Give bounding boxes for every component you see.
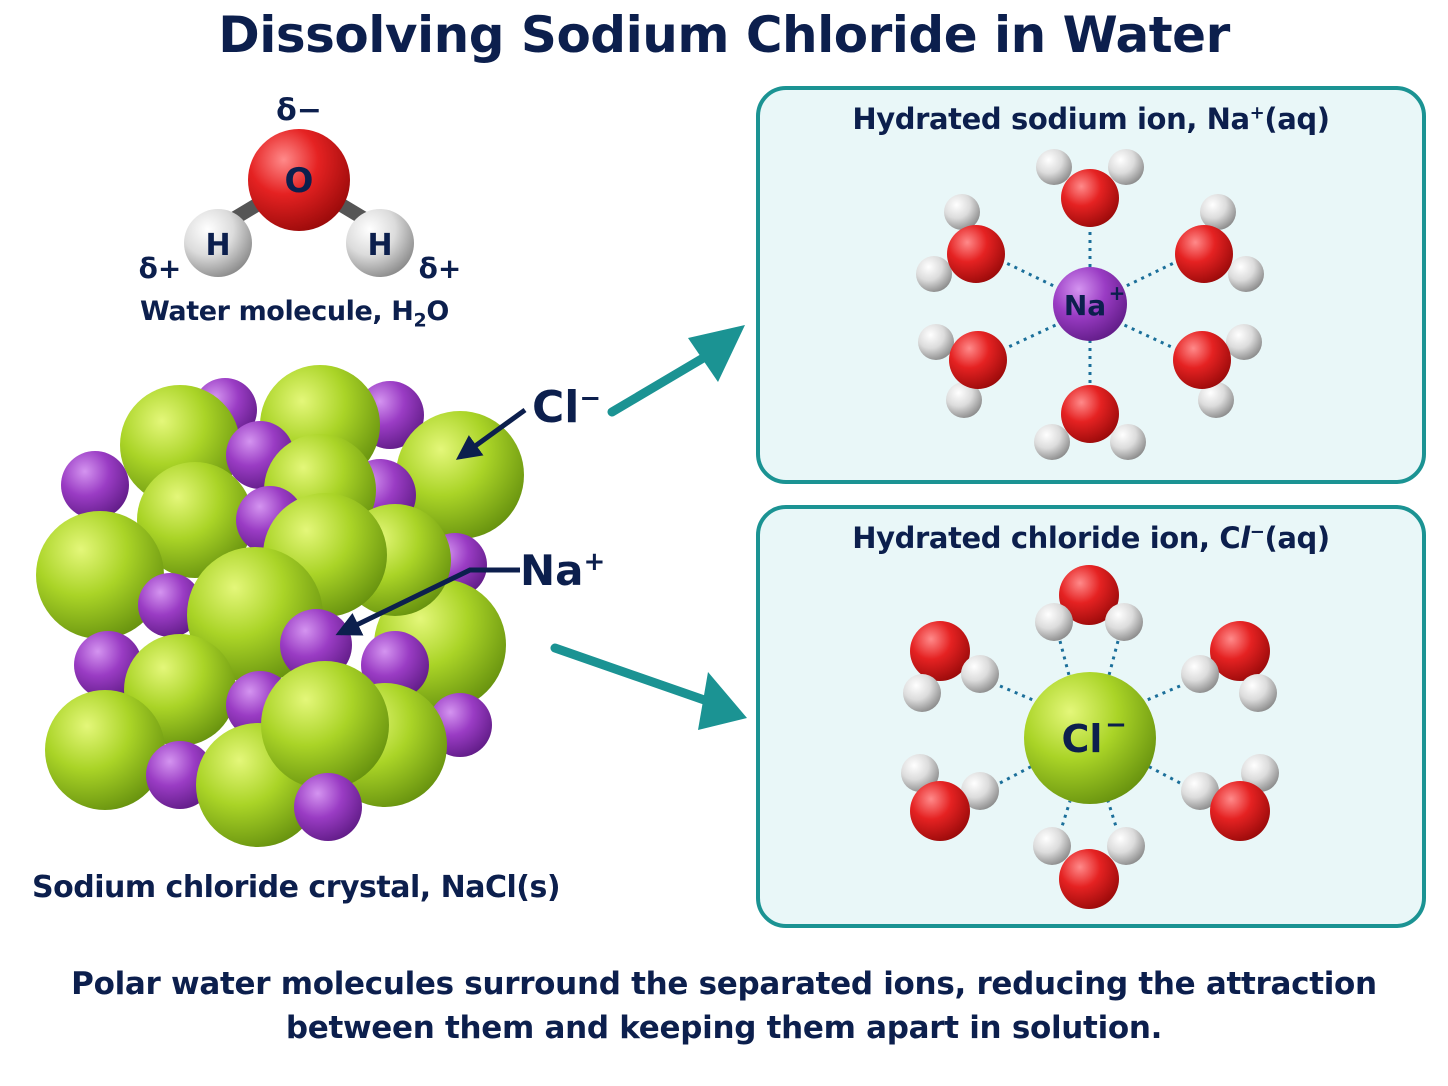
water-oxygen: [910, 781, 970, 841]
chloride-callout-arrow: [455, 407, 527, 460]
hydrated-sodium-title: Hydrated sodium ion, Na+(aq): [852, 102, 1330, 136]
ion-dipole-bond: [999, 258, 1059, 290]
water-hydrogen: [1034, 424, 1070, 460]
partial-negative-label: δ−: [276, 93, 322, 128]
water-hydrogen: [1035, 603, 1073, 641]
water-hydrogen: [1226, 324, 1262, 360]
sodium-ion-label: Na: [1064, 289, 1106, 322]
hydrated-sodium-panel: Hydrated sodium ion, Na+(aq): [756, 86, 1426, 484]
water-molecule-diagram: O H H δ− δ+ δ+: [139, 93, 462, 285]
hydrogen-atom-left: [184, 209, 252, 277]
water-hydrogen: [1036, 149, 1072, 185]
nacl-crystal-lattice: [36, 365, 527, 847]
water-hydrogen: [901, 754, 939, 792]
sodium-ion: [138, 573, 202, 637]
water-oxygen: [1173, 331, 1231, 389]
sodium-ion: [361, 631, 429, 699]
ion-dipole-bond: [1001, 322, 1059, 352]
hydrated-chloride-title: Hydrated chloride ion, Cl−(aq): [852, 521, 1330, 555]
hydrated-sodium-diagram: Na +: [916, 149, 1264, 460]
oxygen-symbol: O: [285, 161, 314, 201]
ion-dipole-bond: [1121, 322, 1179, 352]
water-hydrogen: [1198, 382, 1234, 418]
water-hydrogen: [918, 324, 954, 360]
water-oxygen: [910, 621, 970, 681]
water-oxygen: [947, 225, 1005, 283]
page-title: Dissolving Sodium Chloride in Water: [218, 6, 1230, 64]
ion-dipole-bond: [1106, 800, 1120, 834]
hydrogen-symbol-left: H: [205, 228, 230, 263]
water-hydrogen: [1108, 149, 1144, 185]
ion-dipole-bond: [1058, 800, 1072, 834]
central-chloride-ion: [1024, 672, 1156, 804]
footer-caption: Polar water molecules surround the separ…: [0, 962, 1448, 1050]
ion-dipole-bond: [999, 684, 1041, 705]
water-hydrogen: [961, 655, 999, 693]
chloride-callout-label: Cl−: [532, 382, 602, 433]
crystal-caption: Sodium chloride crystal, NaCl(s): [32, 870, 561, 905]
water-oxygen: [1059, 849, 1119, 909]
ion-dipole-bond: [1106, 640, 1120, 680]
water-hydrogen: [1033, 827, 1071, 865]
ion-dipole-bond: [1121, 258, 1181, 290]
footer-line-1: Polar water molecules surround the separ…: [71, 966, 1377, 1002]
arrow-to-sodium-panel: [607, 349, 715, 417]
water-oxygen: [949, 331, 1007, 389]
water-hydrogen: [1181, 772, 1219, 810]
central-sodium-ion: [1053, 267, 1127, 341]
sodium-callout-label: Na+: [520, 546, 606, 595]
water-hydrogen: [903, 674, 941, 712]
footer-line-2: between them and keeping them apart in s…: [285, 1010, 1163, 1046]
sodium-ion-charge: +: [1109, 281, 1126, 305]
chloride-ion: [137, 462, 253, 578]
partial-positive-label-right: δ+: [419, 252, 462, 285]
water-hydrogen: [1105, 603, 1143, 641]
partial-positive-label-left: δ+: [139, 252, 182, 285]
water-hydrogen: [1110, 424, 1146, 460]
ion-dipole-bond: [1139, 684, 1181, 705]
chloride-ion-label: Cl: [1062, 717, 1103, 761]
water-hydrogen: [916, 256, 952, 292]
hydrated-chloride-diagram: Cl −: [901, 565, 1279, 909]
hydrated-chloride-panel: Hydrated chloride ion, Cl−(aq): [756, 505, 1426, 928]
water-hydrogen: [1181, 655, 1219, 693]
water-hydrogen: [1239, 674, 1277, 712]
sodium-callout-arrow: [335, 567, 520, 636]
sodium-ion: [294, 773, 362, 841]
water-oxygen: [1061, 169, 1119, 227]
water-oxygen: [1059, 565, 1119, 625]
dissolution-arrows: [550, 325, 747, 730]
chloride-ion: [36, 511, 164, 639]
water-hydrogen: [1241, 754, 1279, 792]
chloride-ion-charge: −: [1105, 710, 1127, 740]
arrow-to-chloride-panel: [550, 643, 715, 707]
oxygen-atom: [248, 129, 350, 231]
water-oxygen: [1175, 225, 1233, 283]
water-oxygen: [1210, 781, 1270, 841]
chloride-ion: [45, 690, 165, 810]
water-hydrogen: [1200, 194, 1236, 230]
water-hydrogen: [946, 382, 982, 418]
water-molecule-caption: Water molecule, H2O: [140, 296, 449, 332]
water-hydrogen: [944, 194, 980, 230]
water-oxygen: [1210, 621, 1270, 681]
water-hydrogen: [1228, 256, 1264, 292]
arrowhead-chloride: [698, 672, 747, 730]
arrowhead-sodium: [688, 325, 745, 382]
hydrogen-atom-right: [346, 209, 414, 277]
ion-dipole-bond: [1058, 640, 1072, 680]
hydrogen-symbol-right: H: [367, 228, 392, 263]
water-hydrogen: [961, 772, 999, 810]
water-oxygen: [1061, 385, 1119, 443]
water-hydrogen: [1107, 827, 1145, 865]
chloride-ion: [396, 411, 524, 539]
chloride-ion: [261, 661, 389, 789]
sodium-ion: [61, 451, 129, 519]
